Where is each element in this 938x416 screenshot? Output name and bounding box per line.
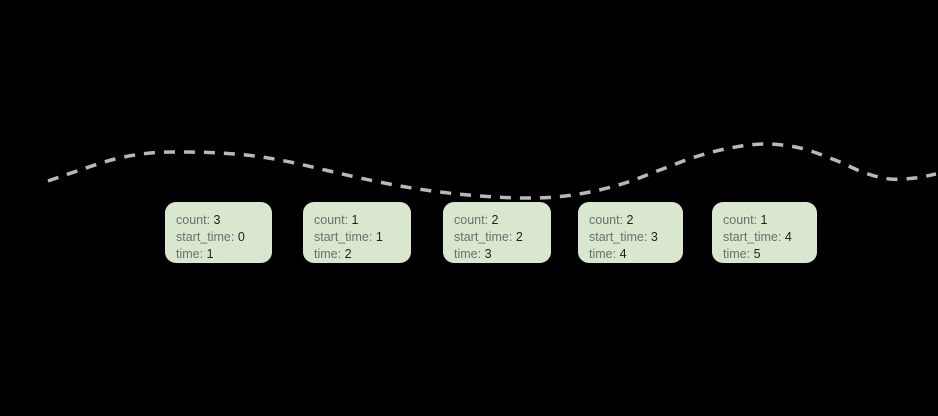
node-field-key: start_time:	[454, 230, 513, 244]
node-field-start-time: start_time: 4	[723, 229, 817, 246]
node-field-value: 5	[753, 247, 761, 261]
node-field-time: time: 1	[176, 246, 272, 263]
node-field-value: 2	[344, 247, 352, 261]
node-field-start-time: start_time: 0	[176, 229, 272, 246]
node-field-value: 2	[626, 213, 634, 227]
node-field-key: time:	[589, 247, 617, 261]
node-field-count: count: 1	[314, 212, 411, 229]
node-field-key: count:	[176, 213, 211, 227]
node-field-key: count:	[723, 213, 758, 227]
node-field-key: count:	[589, 213, 624, 227]
node-field-key: time:	[176, 247, 204, 261]
node-field-value: 1	[760, 213, 768, 227]
node-field-value: 2	[515, 230, 523, 244]
node-field-key: time:	[314, 247, 342, 261]
node-field-value: 1	[206, 247, 214, 261]
node-field-value: 0	[237, 230, 245, 244]
node-field-key: time:	[723, 247, 751, 261]
node-field-value: 4	[619, 247, 627, 261]
node-field-start-time: start_time: 1	[314, 229, 411, 246]
node-field-start-time: start_time: 2	[454, 229, 551, 246]
node-field-value: 2	[491, 213, 499, 227]
node-field-key: start_time:	[589, 230, 648, 244]
node-field-time: time: 5	[723, 246, 817, 263]
node-field-start-time: start_time: 3	[589, 229, 683, 246]
node-field-value: 3	[650, 230, 658, 244]
node-field-time: time: 2	[314, 246, 411, 263]
node-field-key: start_time:	[723, 230, 782, 244]
node-field-key: count:	[314, 213, 349, 227]
node-field-value: 4	[784, 230, 792, 244]
node-field-key: start_time:	[176, 230, 235, 244]
node-field-key: start_time:	[314, 230, 373, 244]
node-field-key: count:	[454, 213, 489, 227]
node-field-count: count: 3	[176, 212, 272, 229]
node-field-value: 3	[484, 247, 492, 261]
dashed-trend-curve-path	[47, 142, 937, 200]
node-field-value: 1	[351, 213, 359, 227]
node-field-count: count: 2	[454, 212, 551, 229]
node-field-value: 1	[375, 230, 383, 244]
node-field-time: time: 4	[589, 246, 683, 263]
node-field-value: 3	[213, 213, 221, 227]
node-field-count: count: 2	[589, 212, 683, 229]
node-field-key: time:	[454, 247, 482, 261]
node-field-time: time: 3	[454, 246, 551, 263]
node-field-count: count: 1	[723, 212, 817, 229]
